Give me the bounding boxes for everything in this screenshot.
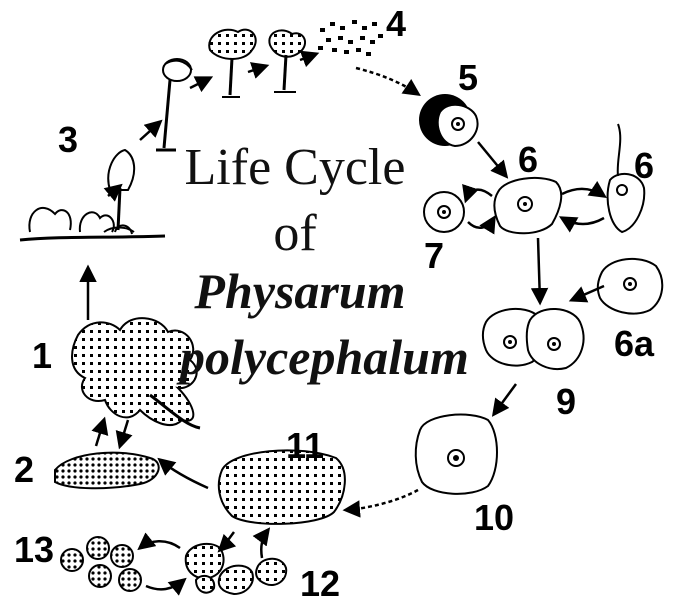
arrow-12-to-11 [261, 530, 268, 558]
stage-label-5: 5 [458, 60, 478, 96]
arrow-7-to-6 [468, 218, 494, 228]
mature-sporangia-stage-4 [209, 20, 383, 97]
stage-label-12: 12 [300, 566, 340, 602]
stage-label-6: 6 [518, 142, 538, 178]
stage-label-10: 10 [474, 500, 514, 536]
arrow-1-to-2 [120, 420, 128, 446]
spherules-stage-13 [61, 537, 141, 591]
stage-label-9: 9 [556, 384, 576, 420]
arrow-10-to-11 [346, 490, 418, 510]
title-line-4: polycephalum [180, 328, 520, 386]
stage-label-6a: 6a [614, 326, 654, 362]
spore-germination-stage-5 [419, 94, 478, 146]
stage-label-13: 13 [14, 532, 54, 568]
arrow-6-to-7 [466, 190, 492, 200]
stage-label-6-flagellate: 6 [634, 148, 654, 184]
arrow-9-to-10 [494, 384, 516, 414]
sclerotium-stage-2 [55, 453, 159, 489]
amoeba-stage-6a [598, 259, 662, 314]
title-line-2: of [170, 204, 420, 263]
young-plasmodium-stage-11 [219, 450, 345, 524]
amoeboid-cell-stage-6 [494, 178, 561, 233]
arrow-4a [248, 66, 266, 72]
arrow-2-to-1a [96, 420, 104, 446]
arrow-6-to-9 [538, 238, 540, 302]
arrow-3c [190, 78, 210, 88]
zygote-stage-10 [416, 415, 497, 494]
stage-label-3: 3 [58, 122, 78, 158]
arrow-12-to-13 [140, 541, 180, 548]
title-line-3: Physarum [175, 262, 425, 320]
arrow-3b [140, 122, 160, 140]
stage-label-11: 11 [286, 428, 324, 464]
microplasmodia-stage-12 [186, 544, 286, 594]
arrow-4b [300, 54, 316, 60]
arrow-13-to-12 [146, 580, 184, 589]
stage-label-1: 1 [32, 338, 52, 374]
arrow-4-to-5 [356, 68, 418, 94]
stage-label-4: 4 [386, 6, 406, 42]
arrow-5-to-6 [478, 142, 506, 176]
arrow-11-to-2 [160, 460, 208, 488]
arrow-6-to-6b [562, 189, 604, 196]
cyst-stage-7 [424, 192, 464, 232]
arrow-11-to-12 [220, 532, 234, 550]
stage-label-2: 2 [14, 452, 34, 488]
stage-label-7: 7 [424, 238, 444, 274]
sporangia-stage-3 [20, 59, 192, 240]
title-line-1: Life Cycle [170, 138, 420, 197]
arrow-6b-to-6 [562, 218, 604, 224]
